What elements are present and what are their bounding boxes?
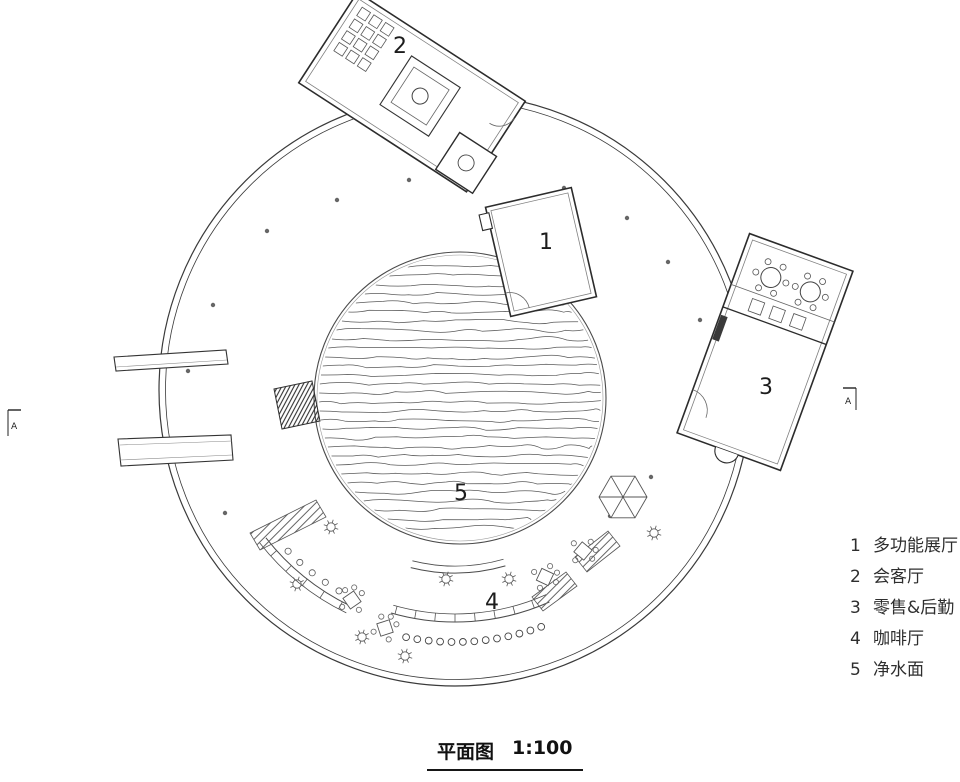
title-scale: 1:100: [512, 737, 572, 764]
building-2: [299, 0, 531, 195]
building-3: [673, 234, 853, 482]
title-text: 平面图: [437, 737, 494, 764]
parasol-hexagon: [599, 476, 647, 518]
legend-num: 1: [850, 531, 864, 562]
legend-item: 1 多功能展厅: [850, 531, 958, 562]
legend-num: 4: [850, 624, 864, 655]
area-label-2: 2: [393, 34, 407, 59]
legend-item: 3 零售&后勤: [850, 593, 958, 624]
plan-title: 平面图 1:100: [427, 737, 583, 771]
section-marker-right: A: [843, 388, 856, 410]
legend: 1 多功能展厅 2 会客厅 3 零售&后勤 4 咖啡厅 5 净水面: [850, 531, 958, 686]
legend-label: 零售&后勤: [873, 598, 954, 618]
area-label-4: 4: [485, 590, 499, 615]
legend-item: 5 净水面: [850, 655, 958, 686]
pier-steps: [274, 381, 320, 429]
legend-label: 会客厅: [873, 567, 924, 587]
legend-num: 2: [850, 562, 864, 593]
section-label-right: A: [845, 397, 852, 407]
legend-label: 多功能展厅: [873, 536, 958, 556]
legend-item: 4 咖啡厅: [850, 624, 958, 655]
legend-num: 3: [850, 593, 864, 624]
area-label-3: 3: [759, 375, 773, 400]
legend-num: 5: [850, 655, 864, 686]
legend-item: 2 会客厅: [850, 562, 958, 593]
legend-label: 净水面: [873, 660, 924, 680]
section-marker-left: A: [8, 410, 21, 436]
entry-bars: [114, 350, 233, 466]
area-label-5: 5: [454, 481, 468, 506]
area-label-1: 1: [539, 230, 553, 255]
section-label-left: A: [11, 422, 18, 432]
legend-label: 咖啡厅: [873, 629, 924, 649]
